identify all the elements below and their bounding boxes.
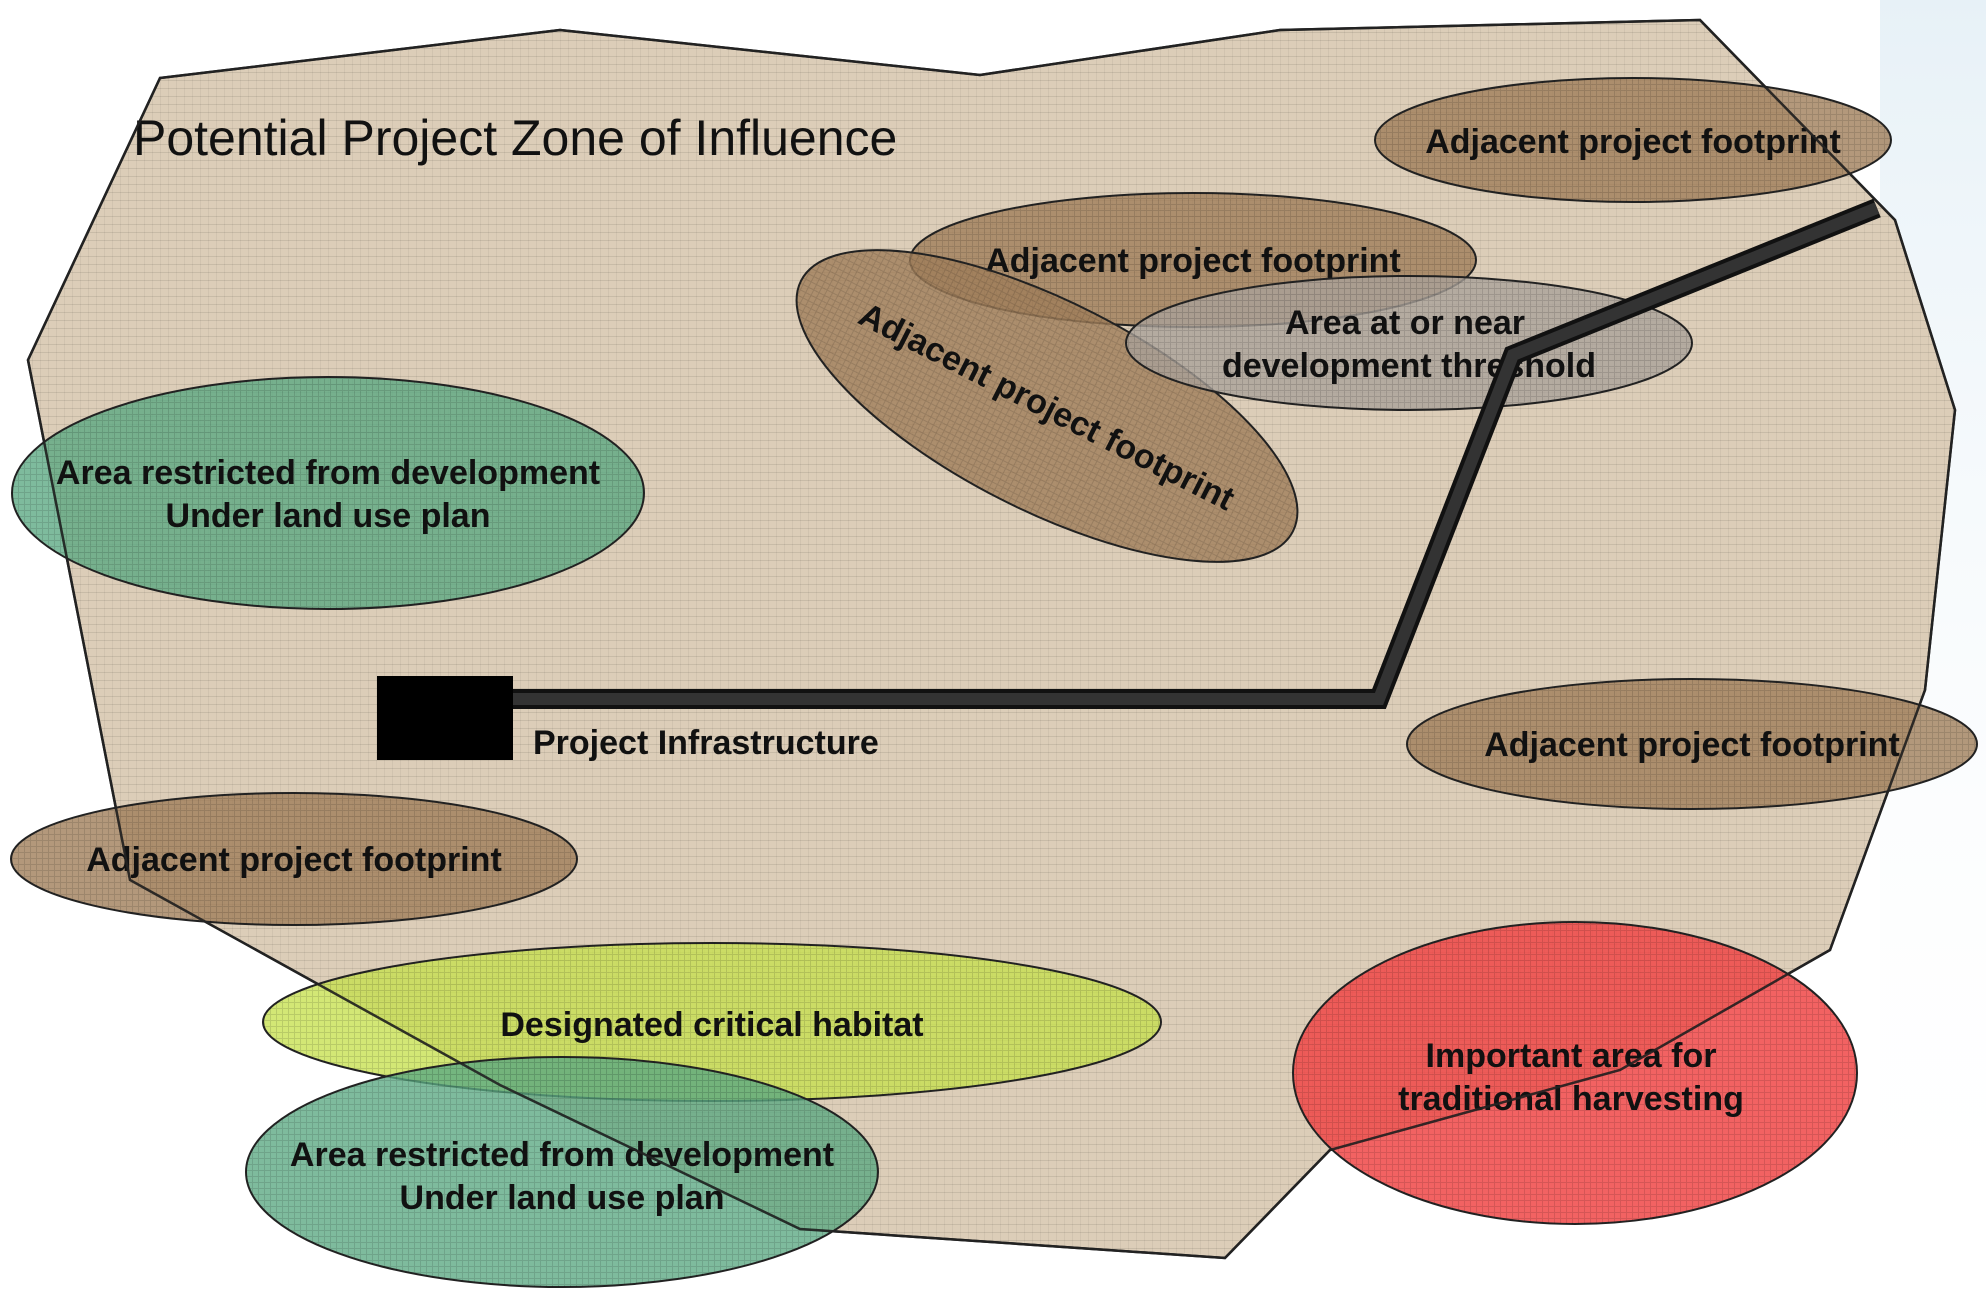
infrastructure-block bbox=[377, 676, 513, 760]
adjacent-footprint-left: Adjacent project footprint bbox=[10, 792, 578, 926]
zone-title: Potential Project Zone of Influence bbox=[133, 110, 897, 166]
restricted-label-line2: Under land use plan bbox=[400, 1179, 725, 1217]
infrastructure-label: Project Infrastructure bbox=[533, 724, 879, 762]
harvesting-label-line1: Important area for bbox=[1426, 1037, 1717, 1075]
texture-overlay bbox=[1126, 276, 1692, 410]
threshold-label-line1: Area at or near bbox=[1285, 304, 1525, 342]
project-infrastructure: Project Infrastructure bbox=[377, 198, 1881, 762]
development-threshold-area: Area at or near development threshold bbox=[1125, 275, 1693, 411]
adjacent-footprint-label: Adjacent project footprint bbox=[1484, 726, 1900, 764]
restricted-label-line1: Area restricted from development bbox=[290, 1136, 834, 1174]
restricted-label-line1: Area restricted from development bbox=[56, 454, 600, 492]
restricted-area-bottom: Area restricted from development Under l… bbox=[245, 1056, 879, 1288]
critical-habitat-label: Designated critical habitat bbox=[500, 1006, 923, 1044]
access-road bbox=[510, 202, 1880, 705]
adjacent-footprint-label: Adjacent project footprint bbox=[985, 242, 1401, 280]
texture-overlay bbox=[1375, 78, 1891, 202]
zone-boundary-overlay bbox=[26, 18, 1957, 1260]
adjacent-footprint-label: Adjacent project footprint bbox=[1425, 123, 1841, 161]
texture-overlay bbox=[12, 377, 644, 609]
restricted-area-left: Area restricted from development Under l… bbox=[11, 376, 645, 610]
texture-overlay bbox=[1293, 922, 1857, 1224]
harvesting-label-line2: traditional harvesting bbox=[1398, 1080, 1744, 1118]
traditional-harvesting-area: Important area for traditional harvestin… bbox=[1292, 921, 1858, 1225]
adjacent-footprint-label: Adjacent project footprint bbox=[86, 841, 502, 879]
adjacent-footprint-top-right: Adjacent project footprint bbox=[1374, 77, 1892, 203]
adjacent-footprint-right: Adjacent project footprint bbox=[1406, 678, 1978, 810]
texture-overlay bbox=[246, 1057, 878, 1287]
restricted-label-line2: Under land use plan bbox=[166, 497, 491, 535]
texture-overlay bbox=[796, 250, 1298, 562]
texture-overlay bbox=[1407, 679, 1977, 809]
